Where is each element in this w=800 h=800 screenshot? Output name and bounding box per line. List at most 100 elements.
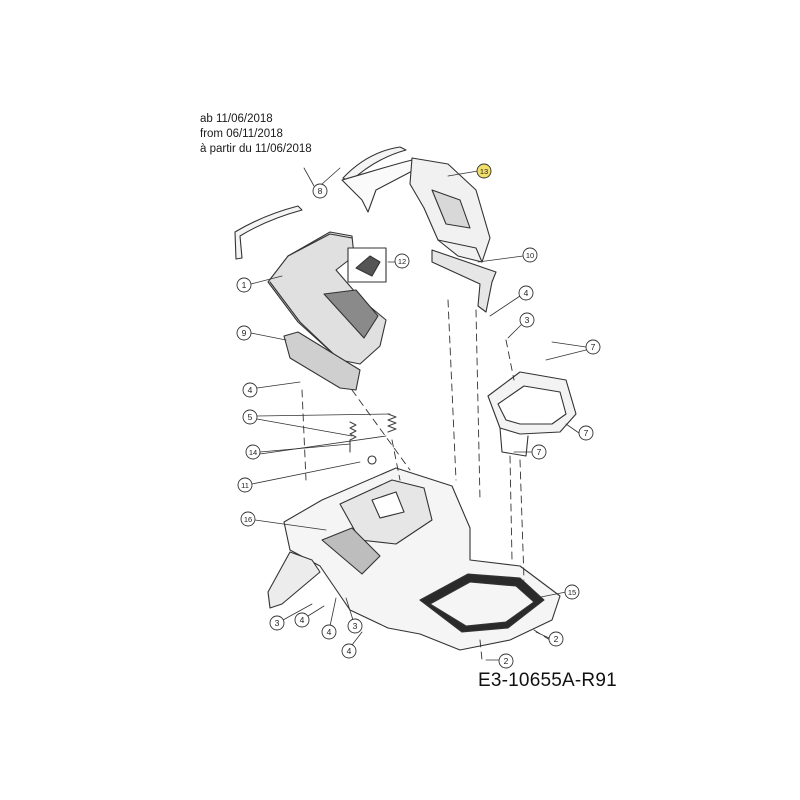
callout-leader xyxy=(254,519,327,531)
callout-leader xyxy=(321,167,341,185)
callout-7: 7 xyxy=(585,339,601,355)
callout-2: 2 xyxy=(498,653,514,669)
callout-leader xyxy=(282,603,313,621)
callout-14: 14 xyxy=(245,444,261,460)
callout-leader-lines xyxy=(250,167,587,661)
assembly-guide-lines xyxy=(301,299,551,661)
callout-4: 4 xyxy=(321,624,337,640)
callout-bubble xyxy=(476,163,492,179)
drawing-code: E3-10655A-R91 xyxy=(478,670,617,691)
callout-label: 14 xyxy=(249,448,257,457)
callout-label: 4 xyxy=(347,646,352,656)
callout-leader xyxy=(256,381,301,389)
part-side-panel xyxy=(283,331,361,391)
callout-label: 7 xyxy=(537,447,542,457)
part-rear-fender xyxy=(409,157,491,263)
callout-label: 4 xyxy=(524,288,529,298)
callout-3: 3 xyxy=(269,615,285,631)
callout-leader xyxy=(307,605,325,617)
callout-3: 3 xyxy=(347,618,363,634)
part-chassis xyxy=(267,467,561,651)
callout-bubble xyxy=(294,612,310,628)
callout-bubble xyxy=(347,618,363,634)
callout-bubble xyxy=(236,325,252,341)
part-springs xyxy=(349,413,397,465)
callout-leader xyxy=(535,631,550,639)
callout-label: 4 xyxy=(300,615,305,625)
callout-bubble xyxy=(245,444,261,460)
callout-7: 7 xyxy=(531,444,547,460)
callout-label: 4 xyxy=(327,627,332,637)
callout-leader xyxy=(507,324,522,339)
callout-7: 7 xyxy=(578,425,594,441)
callout-label: 8 xyxy=(318,186,323,196)
callout-bubble xyxy=(548,631,564,647)
callout-bubble xyxy=(242,409,258,425)
callout-bubble xyxy=(394,253,410,269)
callout-leader xyxy=(251,461,361,485)
callout-leader xyxy=(345,597,354,621)
callout-leader xyxy=(329,597,337,627)
callout-bubble xyxy=(321,624,337,640)
callout-bubble xyxy=(519,312,535,328)
callout-4: 4 xyxy=(294,612,310,628)
callout-leader xyxy=(447,170,479,177)
callout-label: 7 xyxy=(584,428,589,438)
part-box-frame xyxy=(487,371,577,457)
callout-label: 4 xyxy=(248,385,253,395)
callout-leader xyxy=(489,295,521,317)
part-trim-strips xyxy=(234,146,419,260)
callout-bubble xyxy=(236,277,252,293)
callout-bubble xyxy=(242,382,258,398)
callout-label: 3 xyxy=(275,618,280,628)
date-note-en: from 06/11/2018 xyxy=(200,128,283,140)
callout-2: 2 xyxy=(548,631,564,647)
callout-label: 10 xyxy=(526,251,534,260)
callout-bubble xyxy=(237,477,253,493)
callout-leader xyxy=(351,631,363,646)
callout-label: 16 xyxy=(244,515,252,524)
callout-13: 13 xyxy=(476,163,492,179)
date-note-fr: à partir du 11/06/2018 xyxy=(200,143,312,155)
callout-label: 2 xyxy=(554,634,559,644)
callout-16: 16 xyxy=(240,511,256,527)
callout-label: 12 xyxy=(398,257,406,266)
callout-5: 5 xyxy=(242,409,258,425)
callout-bubble xyxy=(531,444,547,460)
callout-4: 4 xyxy=(518,285,534,301)
callout-label: 2 xyxy=(504,656,509,666)
callout-label: 13 xyxy=(480,167,488,176)
part-hood xyxy=(267,231,387,365)
callout-11: 11 xyxy=(237,477,253,493)
callout-12: 12 xyxy=(394,253,410,269)
callout-bubble xyxy=(518,285,534,301)
callout-leader xyxy=(250,275,283,285)
callout-4: 4 xyxy=(242,382,258,398)
callout-label: 1 xyxy=(242,280,247,290)
callout-bubble xyxy=(578,425,594,441)
callout-leader xyxy=(250,332,287,341)
callout-leader xyxy=(256,413,391,417)
callout-leader xyxy=(477,255,524,263)
callout-label: 7 xyxy=(591,342,596,352)
callout-10: 10 xyxy=(522,247,538,263)
callout-leader xyxy=(259,443,351,453)
callout-3: 3 xyxy=(519,312,535,328)
callout-leader xyxy=(535,591,567,599)
callout-bubble xyxy=(522,247,538,263)
callout-8: 8 xyxy=(312,183,328,199)
callout-label: 5 xyxy=(248,412,253,422)
callout-9: 9 xyxy=(236,325,252,341)
callout-4: 4 xyxy=(341,643,357,659)
callout-bubble xyxy=(585,339,601,355)
callout-leader xyxy=(551,341,587,348)
callout-label: 11 xyxy=(241,481,249,490)
callout-label: 9 xyxy=(242,328,247,338)
part-bracket xyxy=(431,249,497,313)
callout-leader xyxy=(256,418,353,437)
date-note-de: ab 11/06/2018 xyxy=(200,113,273,125)
callout-bubble xyxy=(498,653,514,669)
